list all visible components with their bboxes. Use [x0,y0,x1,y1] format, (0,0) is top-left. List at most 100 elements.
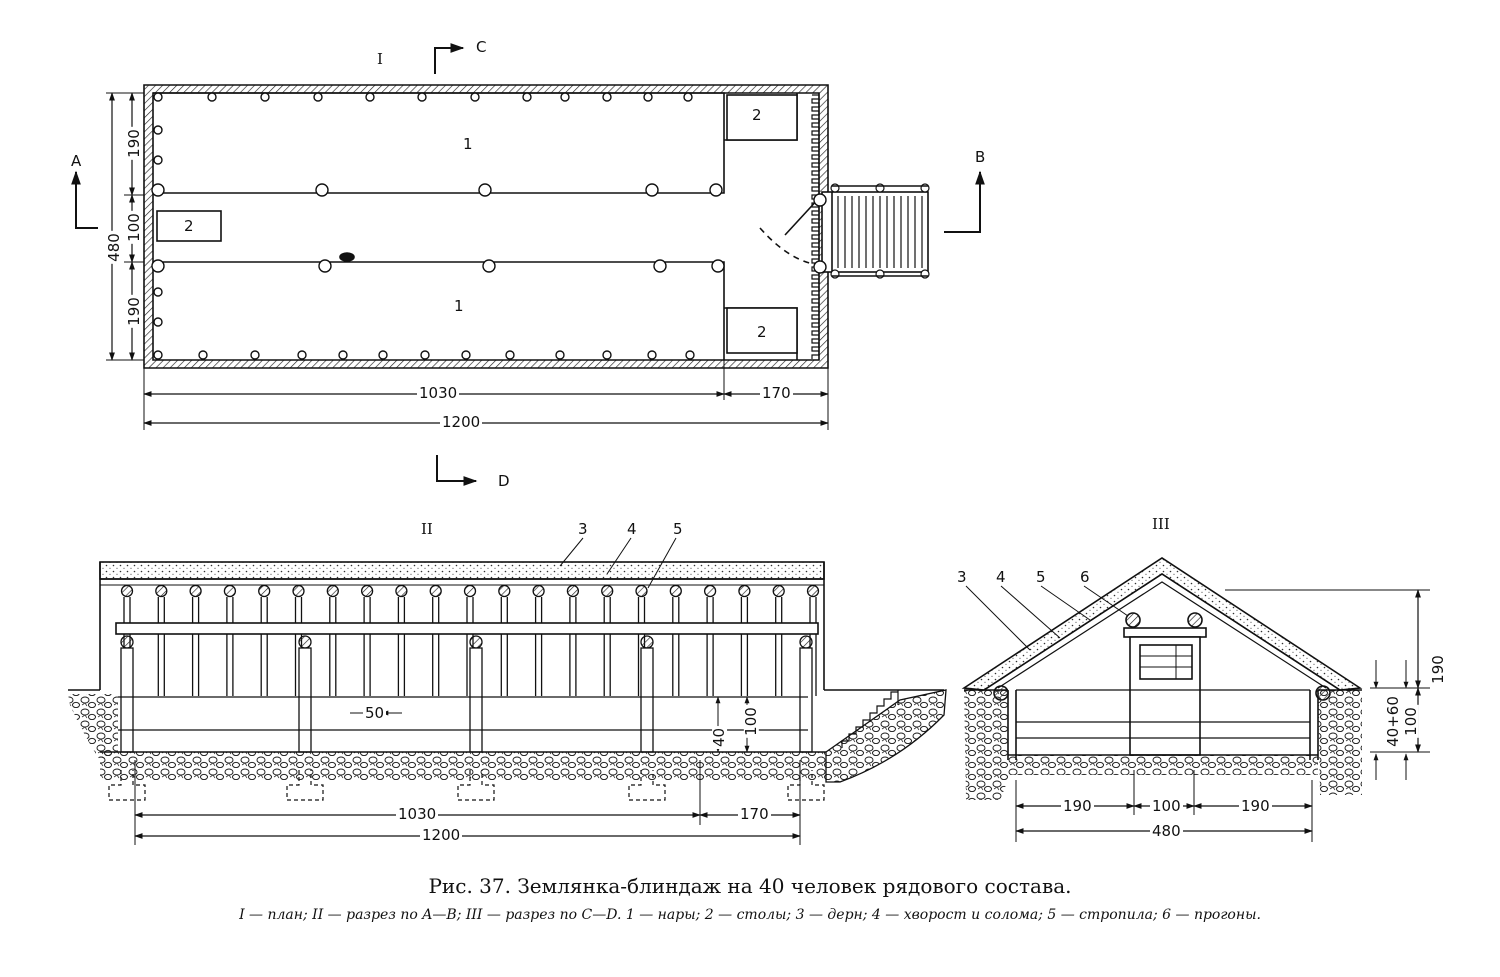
rafter-end [669,584,682,598]
cd-earth-right [1318,690,1362,795]
post-shaft [298,647,312,753]
table-label-left: 2 [184,217,194,235]
large-post [318,259,332,273]
figure-caption-legend: I — план; II — разрез по A—B; III — разр… [239,907,1261,923]
bunk-bottom [153,261,798,360]
post [647,350,657,360]
post [522,92,532,102]
plan-post-dark [339,252,355,262]
rafter-end [189,584,202,598]
rafter-end [326,584,339,598]
table-label-top-right: 2 [752,106,762,124]
floor-stones [100,752,828,780]
post [602,350,612,360]
post [153,287,163,297]
dim-plan-1200: 1200 [440,413,483,431]
rafter-end [258,584,271,598]
dim-ab-1030: 1030 [396,805,439,823]
section-d-label: D [498,472,510,490]
rafter-end [463,584,477,598]
post [260,92,270,102]
section-cd-view-label: III [1152,515,1170,533]
cd-floor [1008,755,1318,775]
post [153,92,163,102]
dim-ab-170: 170 [738,805,771,823]
section-cd-view [961,557,1430,842]
figure-caption-title: Рис. 37. Землянка-блиндаж на 40 человек … [428,874,1072,898]
rafter-end [360,584,374,598]
sod-cover [99,561,825,580]
post [420,350,430,360]
section-ab-view [68,537,947,845]
dim-plan-100: 100 [124,211,143,244]
footing [457,770,495,801]
rafter-end [223,584,237,598]
rafter-end [429,584,442,598]
dim-cd-4060: 40+60 [1383,694,1402,749]
large-post [151,259,165,273]
cd-earth-left [964,690,1008,800]
cd-window [1139,644,1193,680]
bunk-label-top: 1 [463,135,473,153]
post-shaft [120,647,134,753]
section-a-label: A [71,152,82,170]
large-post [711,259,725,273]
post-head [469,635,483,649]
post [365,92,375,102]
rafter-end [772,584,785,598]
footing [628,770,666,801]
rafter-end [703,584,717,598]
dim-plan-190-bottom: 190 [124,295,143,328]
section-c-label: C [476,38,487,56]
post [643,92,653,102]
section-a-mark [71,170,98,229]
dim-ab-1200: 1200 [420,826,463,844]
entrance-ramp [825,689,947,783]
plan-view [71,43,985,486]
post [153,125,163,135]
post [198,350,208,360]
rafter-end [498,584,511,598]
footing [286,770,324,801]
dim-cd-100-center: 100 [1150,797,1183,815]
section-b-label: B [975,148,986,166]
rafter-end [532,584,545,598]
table-label-bottom-right: 2 [757,323,767,341]
entrance-stair-outline [821,191,929,273]
dim-cd-190-left: 190 [1061,797,1094,815]
cd-marker-5: 5 [1036,568,1046,586]
step-profile [841,691,898,748]
cd-marker-3: 3 [957,568,967,586]
post [153,350,163,360]
footing [787,770,825,801]
dim-ab-40: 40 [710,725,729,750]
dim-plan-480: 480 [104,231,123,264]
dim-plan-170: 170 [760,384,793,402]
bunk-top [153,92,798,194]
large-post [813,260,827,274]
large-post [478,183,492,197]
post-shaft [799,647,813,753]
post [297,350,307,360]
post [555,350,565,360]
post-shaft [469,647,483,753]
post [685,350,695,360]
post-head [640,635,654,649]
post [153,317,163,327]
dim-cd-480: 480 [1150,822,1183,840]
dim-cd-190-roof: 190 [1428,653,1447,686]
dim-plan-1030: 1030 [417,384,460,402]
post [505,350,515,360]
post-shaft [640,647,654,753]
post [378,350,388,360]
footing [108,770,146,801]
post-head [120,635,134,649]
large-post [315,183,329,197]
post [313,92,323,102]
post [250,350,260,360]
post [683,92,693,102]
dim-ab-50: 50 [363,704,387,722]
post [338,350,348,360]
post [417,92,427,102]
